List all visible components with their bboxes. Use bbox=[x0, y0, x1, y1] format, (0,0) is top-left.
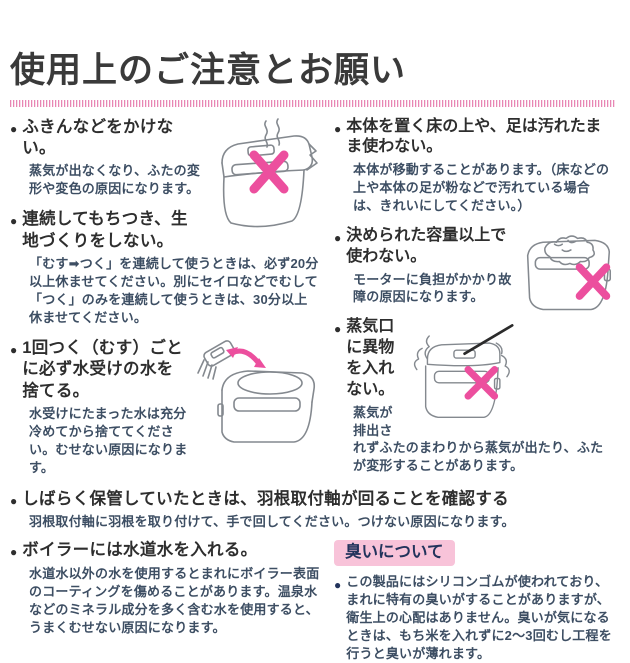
precaution-body: 本体が移動することがあります。（床などの上や本体の足が粉などで汚れている場合は、… bbox=[353, 162, 610, 213]
storage-check-section: ● しばらく保管していたときは、羽根取付軸が回ることを確認する 羽根取付軸に羽根… bbox=[10, 489, 616, 531]
precaution-body: 蒸気が排出されずふたのまわりから蒸気が出たり、ふたが変形することがあります。 bbox=[353, 404, 604, 474]
bullet-marker: ● bbox=[10, 493, 18, 508]
precaution-heading: 決められた容量以上で使わない。 bbox=[346, 226, 507, 265]
odor-body: この製品にはシリコンゴムが使われており、まれに特有の臭いがすることがありますが、… bbox=[346, 573, 612, 661]
page-title: 使用上のご注意とお願い bbox=[10, 51, 407, 90]
precaution-section: ● 連続してもちつき、生地づくりをしない。 「むす➡つく」を連続して使うときは、… bbox=[10, 209, 320, 327]
precaution-body: 水受けにたまった水は充分冷めてから捨ててください。むせない原因になります。 bbox=[29, 406, 188, 475]
precaution-heading: 本体を置く床の上や、足は汚れたまま使わない。 bbox=[346, 117, 602, 156]
odor-badge: 臭いについて bbox=[334, 540, 455, 566]
precaution-section: ● 1回つく（むす）ごとに必ず水受けの水を捨てる。 水受けにたまった水は充分冷め… bbox=[10, 338, 320, 477]
bullet-marker: ● bbox=[10, 545, 18, 560]
precaution-section: ● 蒸気口に異物を入れない。 蒸気が排出されずふたのまわりから蒸気が出たり、ふた… bbox=[334, 317, 616, 475]
precaution-body: 「むす➡つく」を連続して使うときは、必ず20分以上休ませてください。別にセイロな… bbox=[29, 256, 319, 325]
machine-covered-with-cloth-icon bbox=[221, 117, 318, 227]
bullet-marker: ● bbox=[10, 214, 18, 229]
bullet-marker: ● bbox=[334, 230, 342, 245]
two-column-area: ● ふきんなどをかけない。 蒸気が出なくなり、ふたの変形や変色の原因になります。… bbox=[10, 117, 616, 488]
precaution-body: 羽根取付軸に羽根を取り付けて、手で回してください。つけない原因になります。 bbox=[29, 513, 515, 529]
precaution-section: ● 本体を置く床の上や、足は汚れたまま使わない。 本体が移動することがあります。… bbox=[334, 117, 616, 215]
precaution-heading: 蒸気口に異物を入れない。 bbox=[346, 318, 395, 398]
stick-in-vent-line bbox=[463, 324, 514, 356]
left-column: ● ふきんなどをかけない。 蒸気が出なくなり、ふたの変形や変色の原因になります。… bbox=[10, 117, 320, 488]
bottom-row: ● ボイラーには水道水を入れる。 水道水以外の水を使用するとまれにボイラー表面の… bbox=[10, 540, 616, 662]
drip-tray-water-discard-icon bbox=[197, 339, 316, 443]
steam-vent-foreign-object-icon bbox=[413, 324, 514, 419]
precaution-section: ● 決められた容量以上で使わない。 モーターに負担がかかり故障の原因になります。 bbox=[334, 226, 616, 306]
precautions-page: 使用上のご注意とお願い bbox=[10, 51, 616, 661]
precaution-heading: ふきんなどをかけない。 bbox=[22, 117, 174, 157]
precaution-heading: 1回つく（むす）ごとに必ず水受けの水を捨てる。 bbox=[22, 338, 183, 400]
pink-dotted-divider bbox=[10, 99, 616, 107]
bullet-marker: ● bbox=[334, 121, 342, 136]
machine-overfilled-icon bbox=[526, 235, 612, 311]
precaution-heading: 連続してもちつき、生地づくりをしない。 bbox=[22, 210, 188, 250]
bullet-marker: ● bbox=[334, 577, 342, 592]
precaution-heading: しばらく保管していたときは、羽根取付軸が回ることを確認する bbox=[22, 489, 509, 508]
precaution-body: 蒸気が出なくなり、ふたの変形や変色の原因になります。 bbox=[29, 163, 201, 197]
bullet-marker: ● bbox=[334, 322, 342, 337]
precaution-body: モーターに負担がかかり故障の原因になります。 bbox=[353, 271, 512, 305]
bullet-marker: ● bbox=[10, 342, 18, 357]
right-column: ● 本体を置く床の上や、足は汚れたまま使わない。 本体が移動することがあります。… bbox=[334, 117, 616, 488]
precaution-heading: ボイラーには水道水を入れる。 bbox=[22, 541, 258, 560]
bullet-marker: ● bbox=[10, 121, 18, 136]
precaution-section: ● ふきんなどをかけない。 蒸気が出なくなり、ふたの変形や変色の原因になります。 bbox=[10, 117, 320, 199]
precaution-body: 水道水以外の水を使用するとまれにボイラー表面のコーティングを傷めることがあります… bbox=[29, 566, 320, 635]
odor-section: 臭いについて ● この製品にはシリコンゴムが使われており、まれに特有の臭いがする… bbox=[334, 540, 616, 662]
boiler-water-section: ● ボイラーには水道水を入れる。 水道水以外の水を使用するとまれにボイラー表面の… bbox=[10, 540, 320, 651]
